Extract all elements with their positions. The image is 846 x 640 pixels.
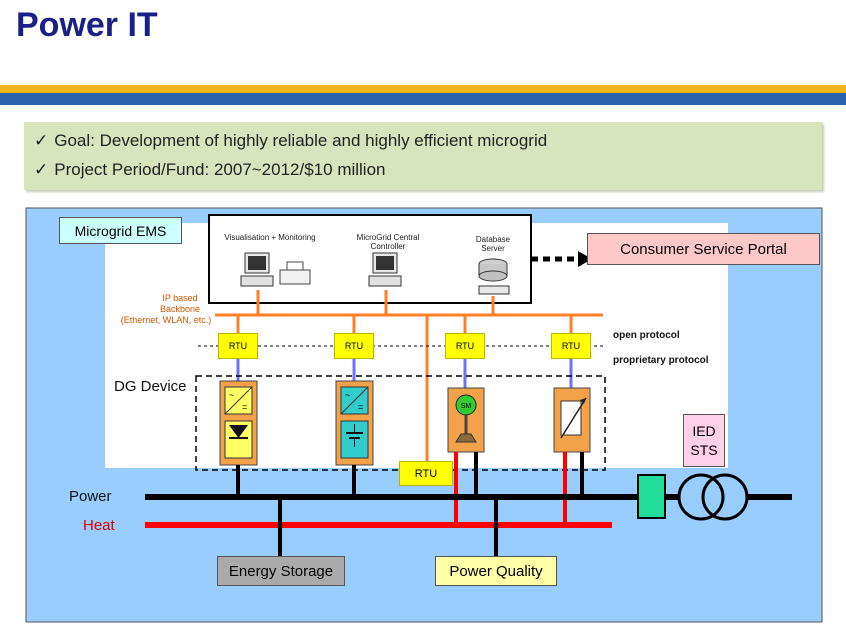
energy-storage-box: Energy Storage <box>217 556 345 586</box>
mgcc-label-1: MicroGrid Central <box>357 233 420 242</box>
rtu-box: RTU <box>218 333 258 359</box>
portal-arrow-head <box>578 251 592 267</box>
db-label-2: Server <box>481 244 505 253</box>
generator-device <box>447 387 485 453</box>
rtu-box: RTU <box>399 461 453 486</box>
pv-inverter-device: ~ = <box>219 380 258 466</box>
converter-device <box>553 387 591 453</box>
header-band-blue <box>0 93 846 105</box>
sts-switch-icon <box>637 474 666 519</box>
consumer-service-portal: Consumer Service Portal <box>587 233 820 265</box>
rtu-box: RTU <box>445 333 485 359</box>
ied-sts-box: IED STS <box>683 414 725 467</box>
goal-item: ✓ Goal: Development of highly reliable an… <box>34 131 547 151</box>
backbone-label-1: IP based <box>162 293 197 303</box>
db-label-1: Database <box>476 235 511 244</box>
sts-label: STS <box>690 441 718 458</box>
ied-label: IED <box>692 422 716 439</box>
power-quality-box: Power Quality <box>435 556 557 586</box>
backbone-label-2: Backbone <box>160 304 200 314</box>
heat-label: Heat <box>83 517 115 534</box>
period-text: Project Period/Fund: 2007~2012/$10 milli… <box>54 160 386 179</box>
svg-text:~: ~ <box>345 390 350 400</box>
svg-text:~: ~ <box>229 390 234 400</box>
open-protocol-label: open protocol <box>613 330 680 341</box>
period-item: ✓ Project Period/Fund: 2007~2012/$10 mill… <box>34 160 386 180</box>
database-server-icon <box>478 258 510 295</box>
power-label: Power <box>69 488 112 505</box>
check-icon: ✓ <box>34 160 49 179</box>
rtu-box: RTU <box>334 333 374 359</box>
visualisation-label: Visualisation + Monitoring <box>224 233 315 242</box>
check-icon: ✓ <box>34 131 49 150</box>
rtu-box: RTU <box>551 333 591 359</box>
generator-label: SM <box>461 403 472 410</box>
svg-text:=: = <box>358 402 363 412</box>
mgcc-label-2: Controller <box>371 242 406 251</box>
header-band-gold <box>0 85 846 93</box>
transformer-icon <box>677 473 725 521</box>
proprietary-protocol-label: proprietary protocol <box>613 355 709 366</box>
goal-text: Goal: Development of highly reliable and… <box>54 131 548 150</box>
dg-device-box <box>195 375 606 471</box>
svg-text:=: = <box>242 402 247 412</box>
dg-device-label: DG Device <box>114 378 187 395</box>
printer-icon <box>279 261 311 285</box>
battery-inverter-device: ~ = <box>335 380 374 466</box>
controller-monitor-icon <box>368 252 402 287</box>
page-title: Power IT <box>16 6 158 44</box>
backbone-label-3: (Ethernet, WLAN, etc.) <box>121 315 212 325</box>
monitor-icon <box>240 252 274 287</box>
microgrid-ems-label: Microgrid EMS <box>59 217 182 244</box>
goals-box: ✓ Goal: Development of highly reliable an… <box>24 122 822 190</box>
